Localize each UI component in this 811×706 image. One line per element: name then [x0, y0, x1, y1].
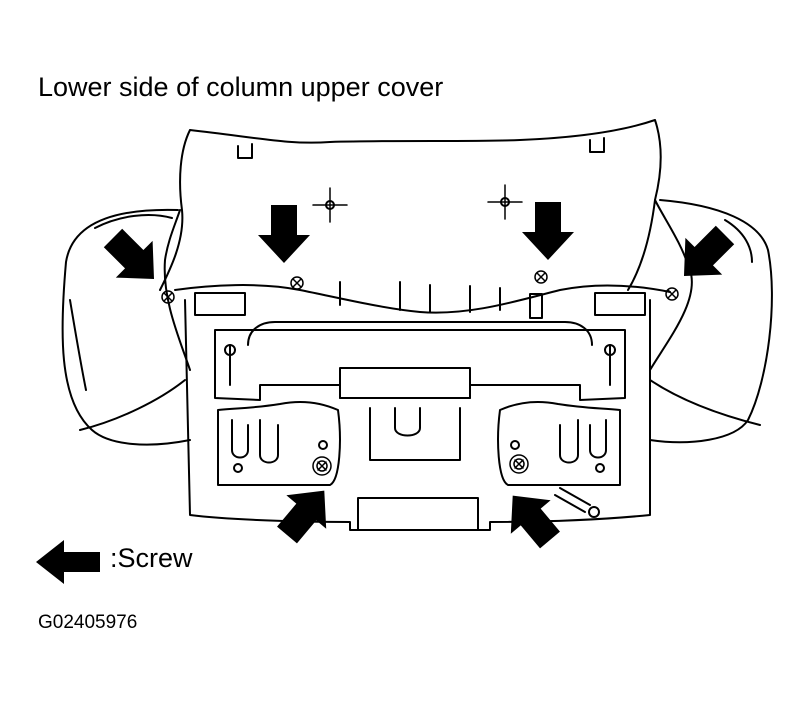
screw-icon: [161, 290, 175, 304]
screw-icon: [290, 276, 304, 290]
arrow-icon: [510, 495, 560, 549]
lower-body: [184, 299, 651, 531]
cross-mark-left: [312, 187, 348, 223]
screw-icon: [665, 287, 679, 301]
arrow-icon: [277, 490, 327, 544]
mounting-bracket: [214, 329, 626, 401]
legend-label: :Screw: [110, 543, 193, 573]
right-bracket-plate: [497, 401, 621, 486]
arrow-icon: [258, 205, 310, 263]
screw-icon: [509, 454, 529, 474]
screw-icon: [312, 456, 332, 476]
diagram-title: Lower side of column upper cover: [38, 72, 444, 102]
arrow-icon: [103, 228, 155, 280]
left-bracket-plate: [217, 401, 341, 486]
cross-mark-right: [487, 184, 523, 220]
screw-icon: [534, 270, 548, 284]
arrow-icon: [522, 202, 574, 260]
left-side-lobe: [61, 208, 191, 446]
arrow-icon: [683, 225, 735, 277]
right-side-lobe: [649, 199, 773, 444]
figure-code: G02405976: [38, 612, 138, 633]
arrow-left-icon: [36, 540, 100, 584]
upper-cover-outline: [159, 119, 662, 291]
